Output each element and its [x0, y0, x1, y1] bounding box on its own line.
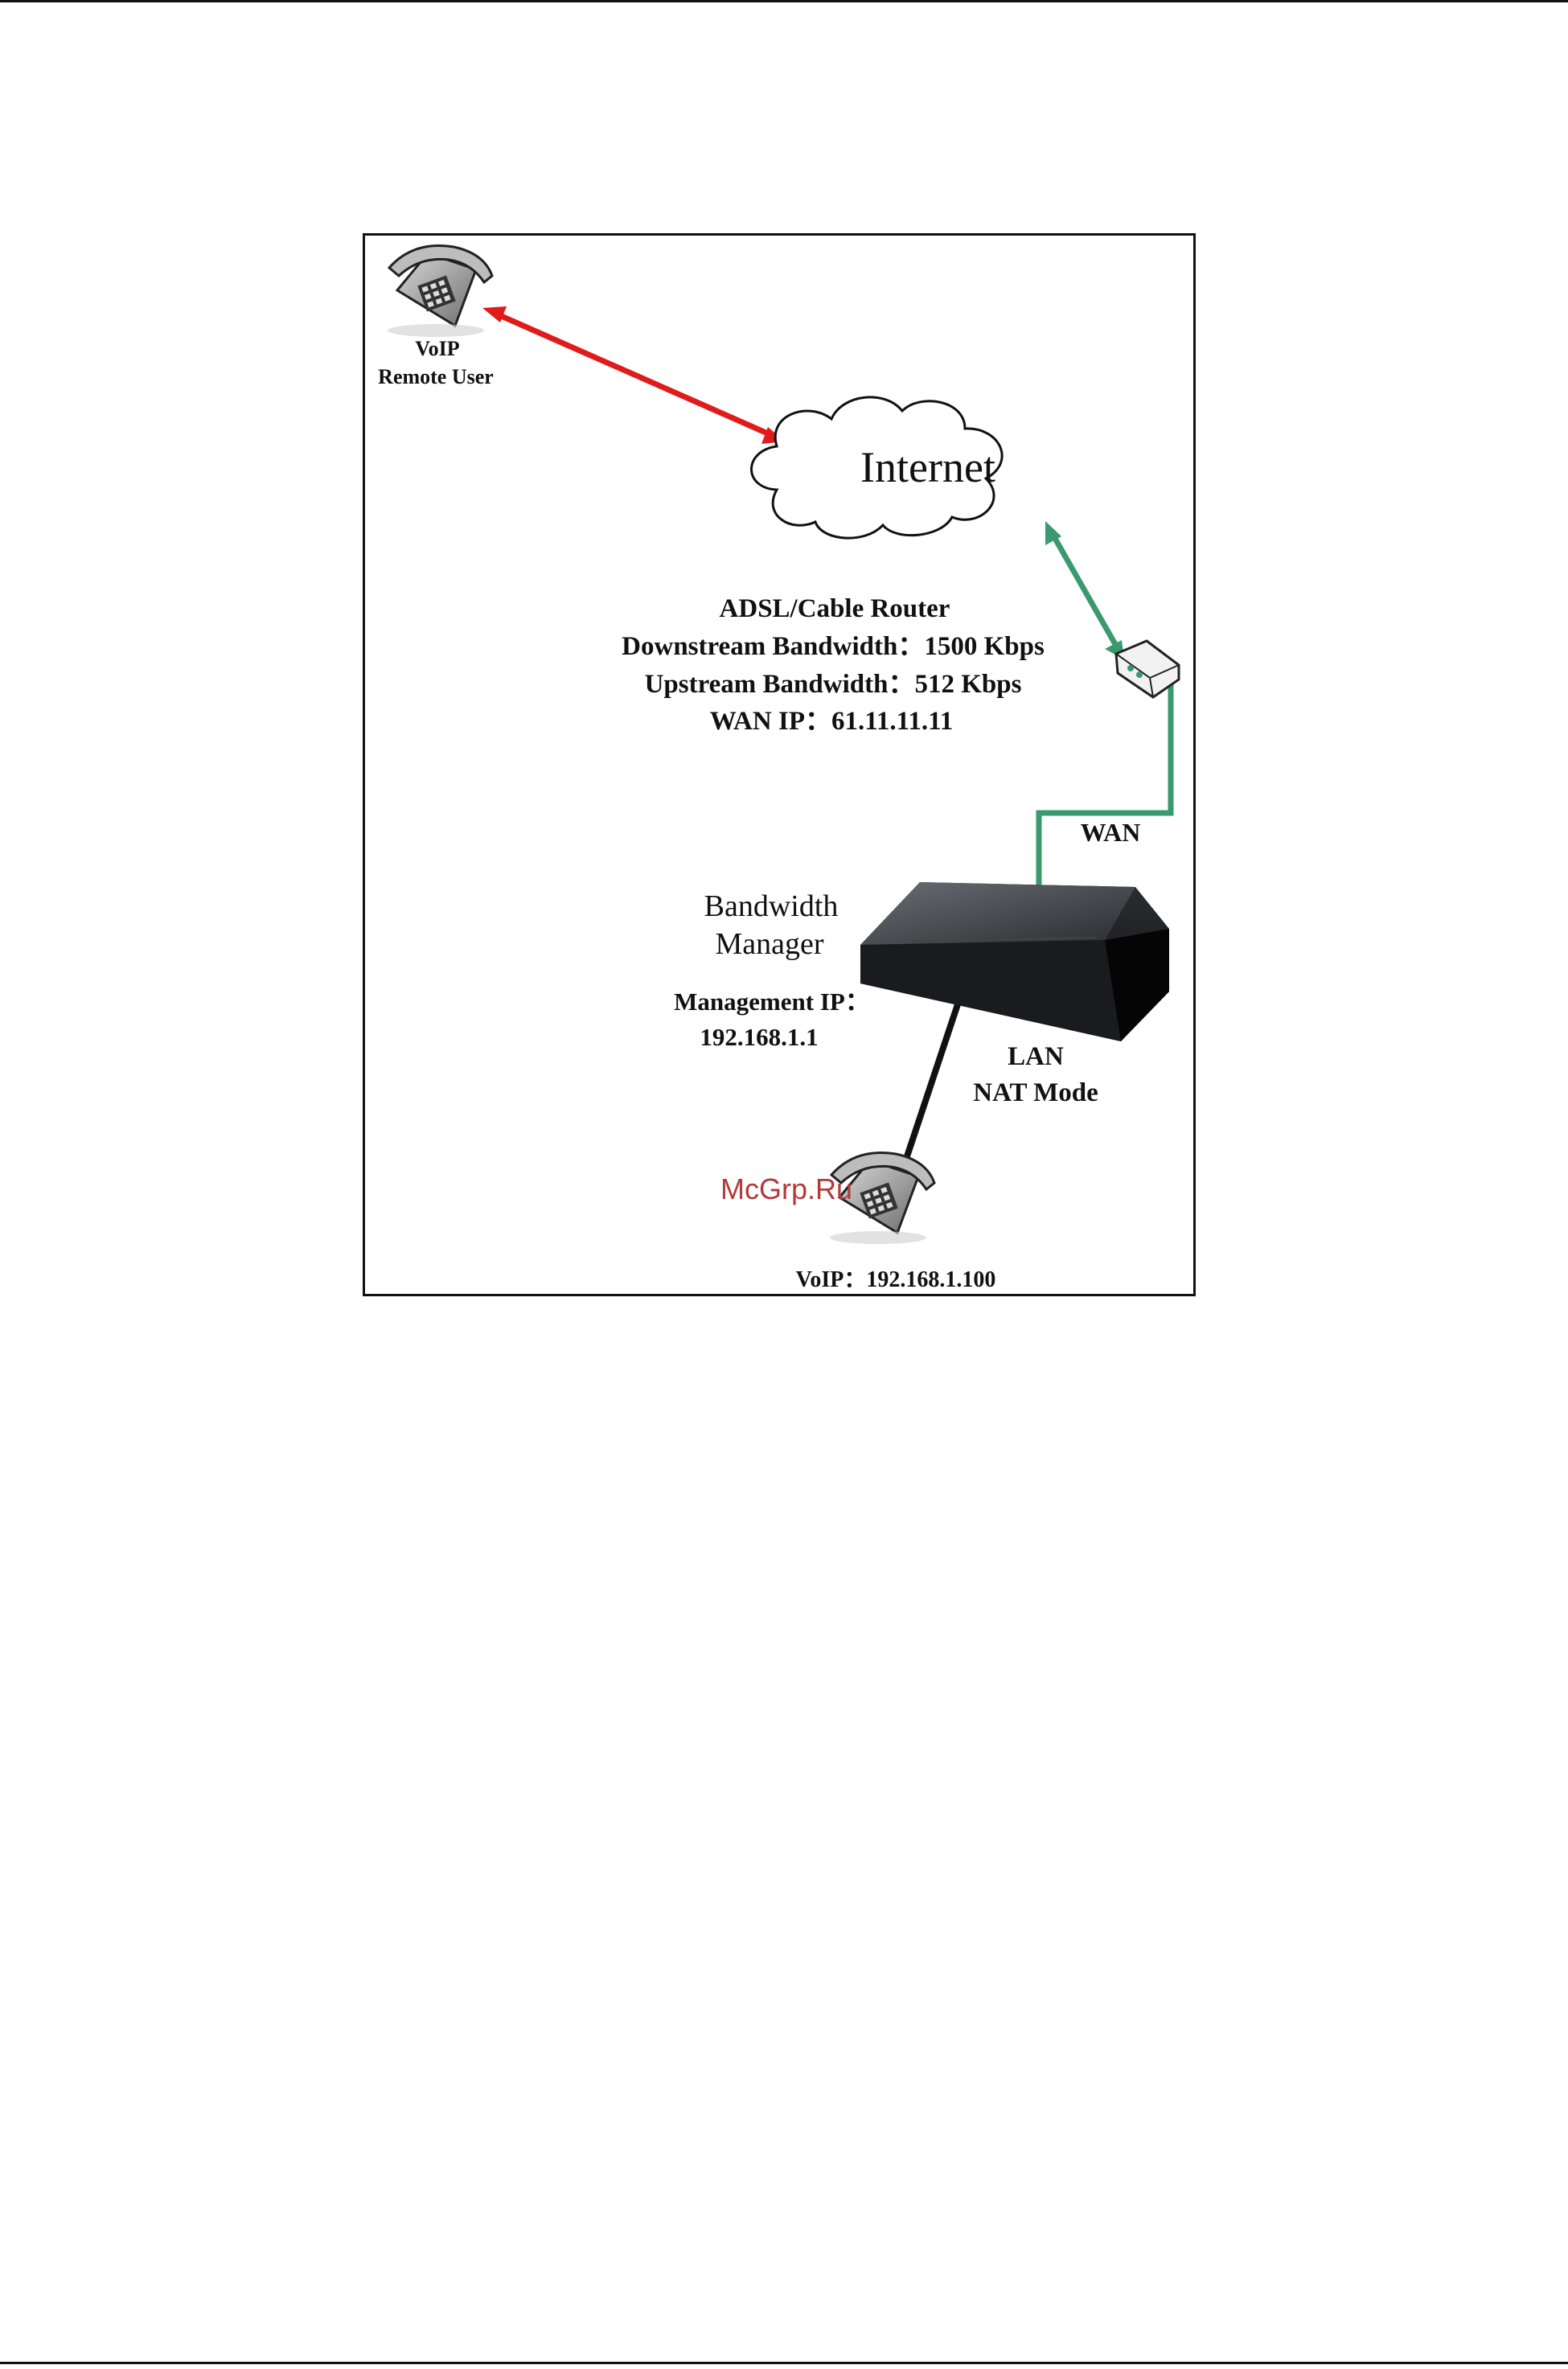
watermark: McGrp.Ru [720, 1172, 852, 1205]
management-ip-value: 192.168.1.1 [700, 1023, 818, 1051]
wan-label: WAN [1081, 818, 1141, 847]
remote-phone-icon [388, 245, 492, 337]
internet-label: Internet [860, 443, 995, 491]
diagram-canvas: VoIP Remote User Internet ADSL/Cable Rou… [365, 236, 1193, 1294]
remote-voip-internet-link [482, 306, 785, 444]
nat-mode-label: NAT Mode [973, 1078, 1098, 1107]
router-downstream: Downstream Bandwidth：1500 Kbps [622, 632, 1045, 661]
local-voip-label: VoIP：192.168.1.100 [796, 1267, 996, 1292]
top-rule [0, 0, 1568, 2]
router-upstream: Upstream Bandwidth：512 Kbps [645, 670, 1022, 699]
bandwidth-label: Bandwidth [704, 889, 839, 923]
management-ip-label: Management IP： [674, 987, 870, 1016]
manager-label: Manager [715, 927, 823, 961]
bandwidth-manager-icon [860, 882, 1169, 1041]
router-wan-ip: WAN IP：61.11.11.11 [710, 707, 954, 736]
router-title: ADSL/Cable Router [720, 594, 950, 623]
remote-voip-label: VoIP [415, 337, 460, 360]
remote-user-label: Remote User [378, 365, 494, 388]
network-diagram: VoIP Remote User Internet ADSL/Cable Rou… [363, 233, 1196, 1296]
bottom-rule [0, 2362, 1568, 2364]
lan-label: LAN [1008, 1042, 1064, 1071]
